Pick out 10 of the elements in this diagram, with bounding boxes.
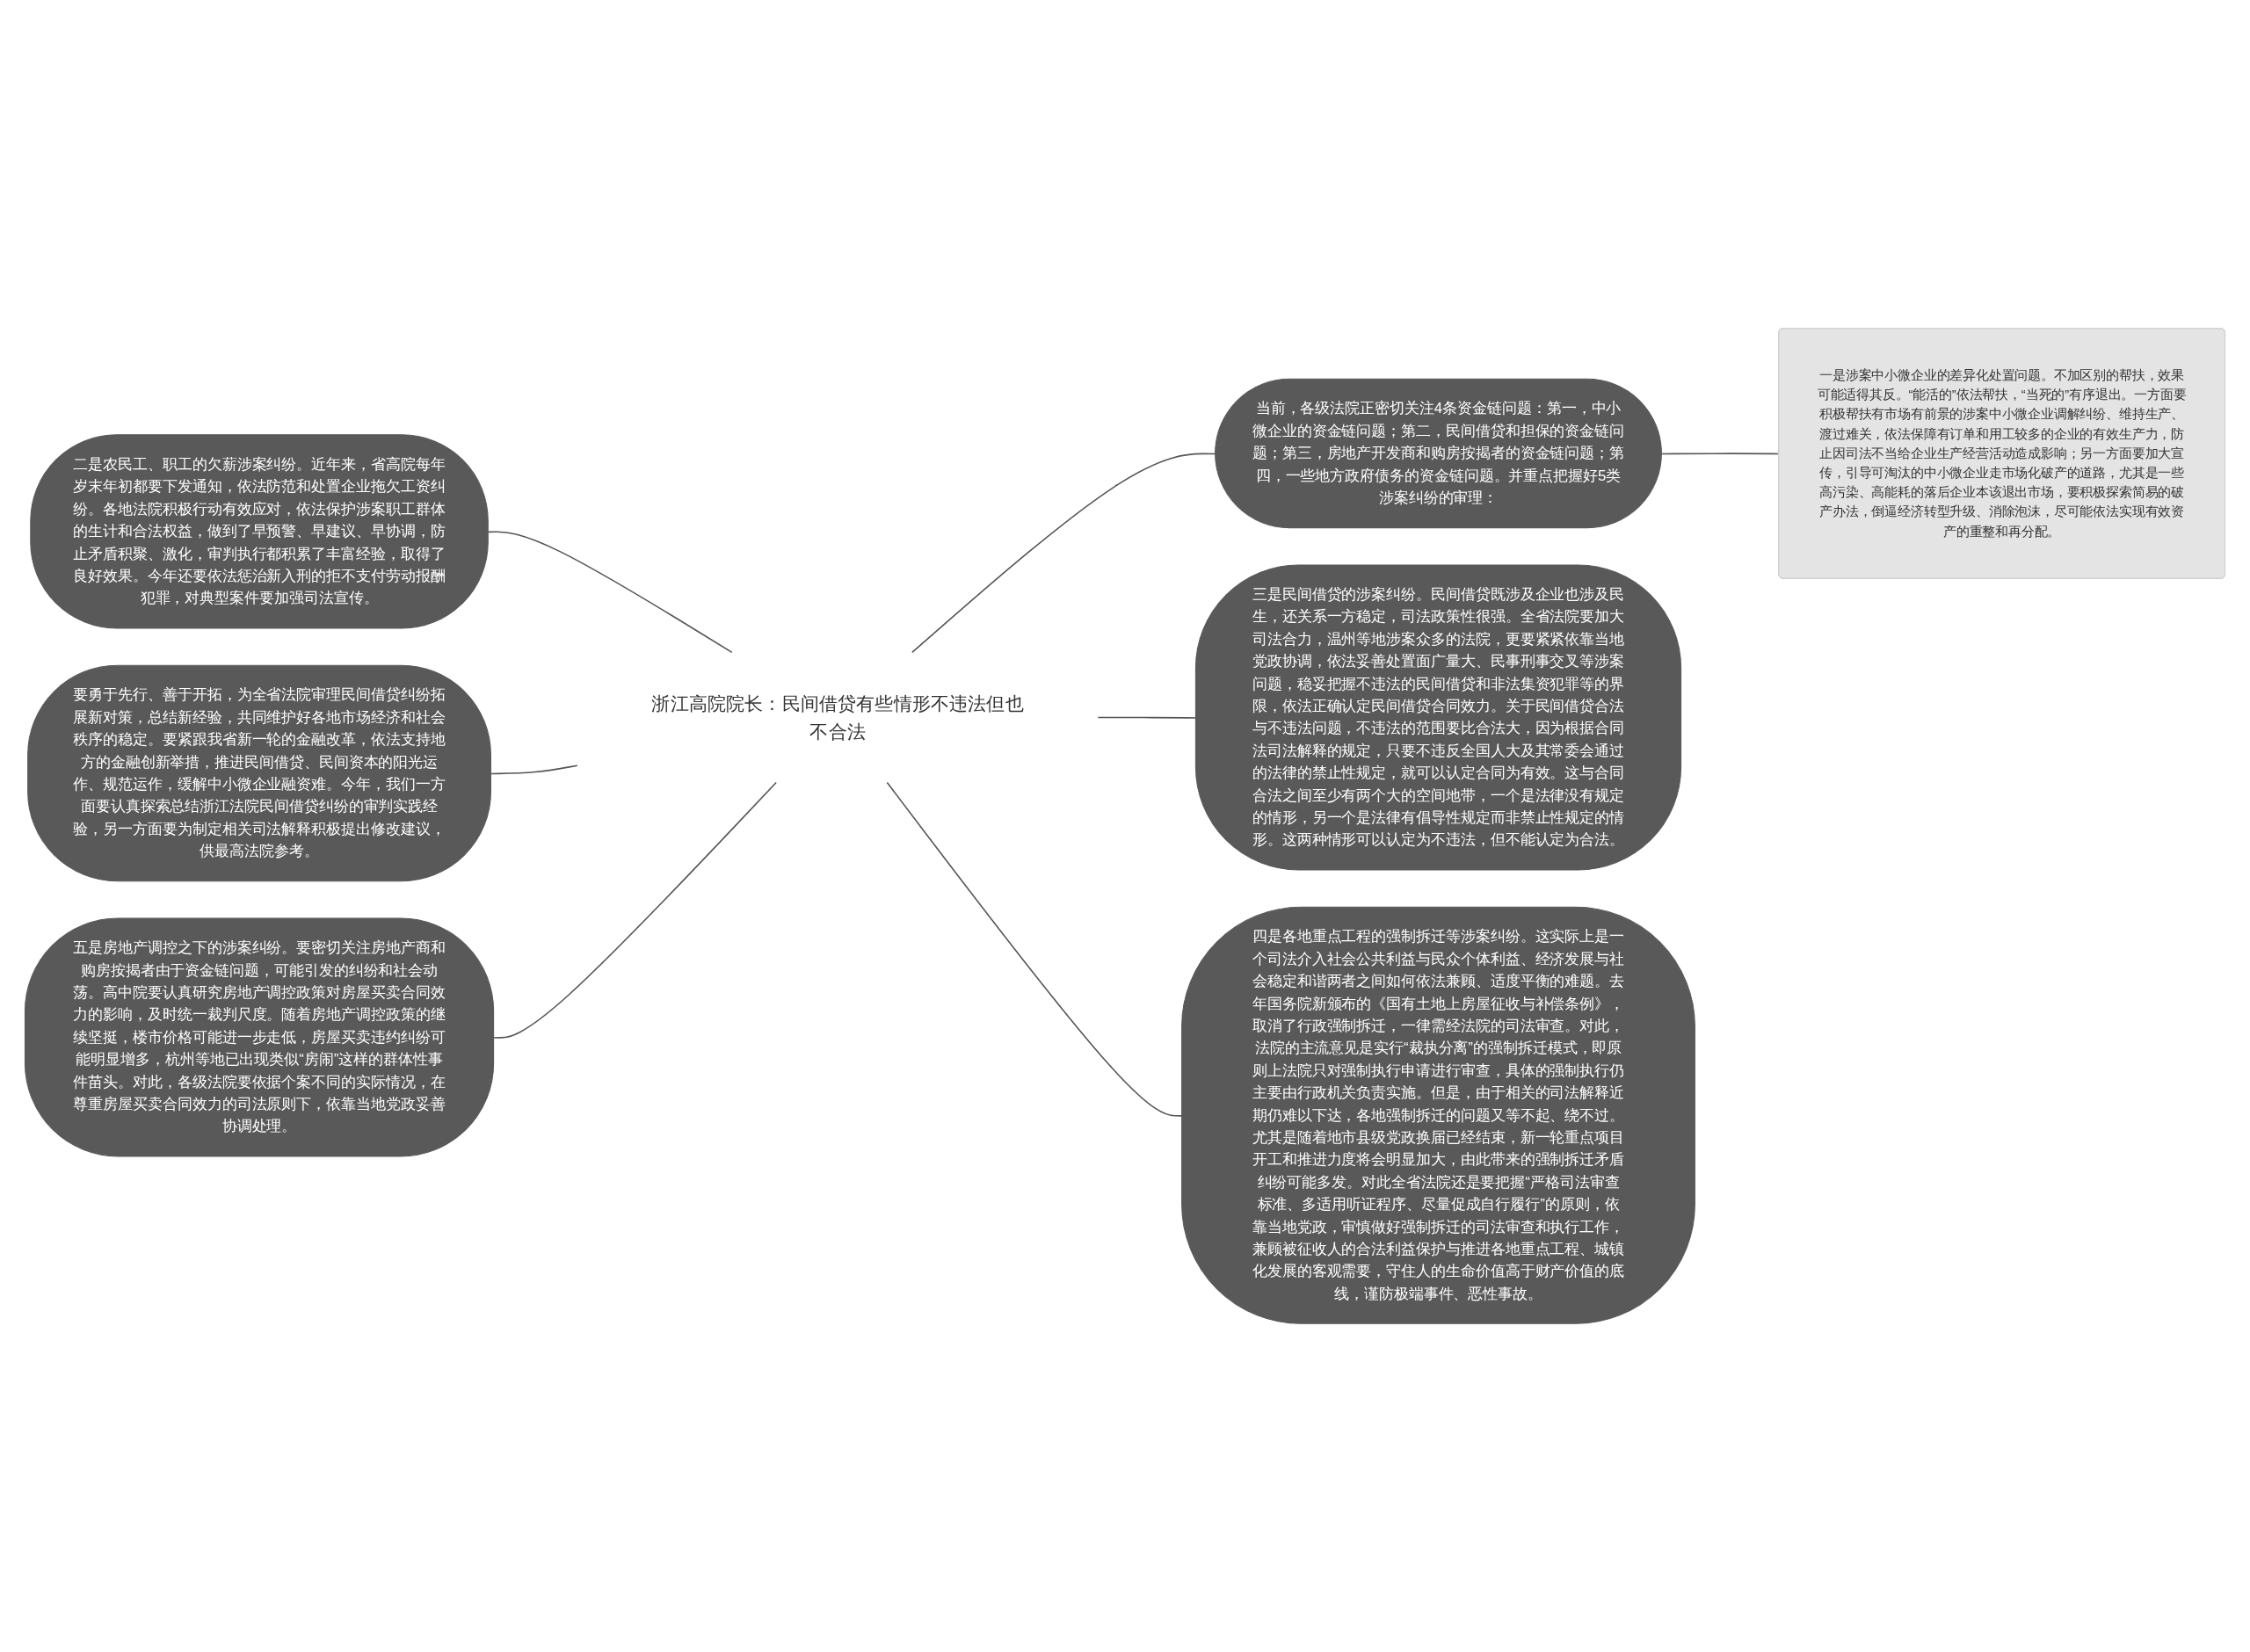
node-box: 三是民间借贷的涉案纠纷。民间借贷既涉及企业也涉及民生，还关系一方稳定，司法政策性很强。全省法院要加大司法合力，温州等地涉案众多的法院，更要紧紧依靠当地党政协调，依法妥善处置面广量大、民事刑事交叉等涉案问题，稳妥把握不违法的民间借贷和非法集资犯罪等的界限，依法正确认定民间借贷合同效力。关于民间借贷合法与不违法问题，不违法的范围要比合法大，因为根据合同法司法解释的规定，只要不违反全国人大及其常委会通过的法律的禁止性规定，就可以认定合同为有效。这与合同合法之间至少有两个大的空间地带，一个是法律没有规定的情形，另一个是法律有倡导性规定而非禁止性规定的情形。这两种情形可以认定为不违法，但不能认定为合法。 (1194, 564, 1682, 871)
node-text: 浙江高院院长：民间借贷有些情形不违法但也不合法 (651, 692, 1024, 742)
connector (493, 781, 777, 1039)
connector (911, 453, 1216, 654)
node-box: 四是各地重点工程的强制拆迁等涉案纠纷。这实际上是一个司法介入社会公共利益与民众个体利益、经济发展与社会稳定和谐两者之间如何依法兼顾、适度平衡的难题。去年国务院新颁布的《国有土地上房屋征收与补偿条例》，取消了行政强制拆迁，一律需经法院的司法审查。对此，法院的主流意见是实行“裁执分离”的强制拆迁模式，即原则上法院只对强制执行申请进行审查，具体的强制执行仍主要由行政机关负责实施。但是，由于相关的司法解释近期仍难以下达，各地强制拆迁的问题又等不起、绕不过。尤其是随着地市县级党政换届已经结束，新一轮重点项目开工和推进力度将会明显加大，由此带来的强制拆迁矛盾纠纷可能多发。对此全省法院还是要把握“严格司法审查标准、多适用听证程序、尽量促成自行履行”的原则，依靠当地党政，审慎做好强制拆迁的司法审查和执行工作，兼顾被征收人的合法利益保护与推进各地重点工程、城镇化发展的客观需要，守住人的生命价值高于财产价值的底线，谨防极端事件、恶性事故。 (1181, 906, 1695, 1324)
node-box: 二是农民工、职工的欠薪涉案纠纷。近年来，省高院每年岁末年初都要下发通知，依法防范和处置企业拖欠工资纠纷。各地法院积极行动有效应对，依法保护涉案职工群体的生计和合法权益，做到了早预警、早建议、早协调，防止矛盾积聚、激化，审判执行都积累了丰富经验，取得了良好效果。今年还要依法惩治新入刑的拒不支付劳动报酬犯罪，对典型案件要加强司法宣传。 (30, 434, 489, 629)
node-box: 五是房地产调控之下的涉案纠纷。要密切关注房地产商和购房按揭者由于资金链问题，可能引发的纠纷和社会动荡。高中院要认真研究房地产调控政策对房屋买卖合同效力的影响，及时统一裁判尺度。随着房地产调控政策的继续坚挺，楼市价格可能进一步走低，房屋买卖违约纠纷可能明显增多，杭州等地已出现类似“房闹”这样的群体性事件苗头。对此，各级法院要依据个案不同的实际情况，在尊重房屋买卖合同效力的司法原则下，依靠当地党政妥善协调处理。 (24, 917, 495, 1157)
node-box: 要勇于先行、善于开拓，为全省法院审理民间借贷纠纷拓展新对策，总结新经验，共同维护好各地市场经济和社会秩序的稳定。要紧跟我省新一轮的金融改革，依法支持地方的金融创新举措，推进民间借贷、民间资本的阳光运作、规范运作，缓解中小微企业融资难。今年，我们一方面要认真探索总结浙江法院民间借贷纠纷的审判实践经验，另一方面要为制定相关司法解释积极提出修改建议，供最高法院参考。 (27, 664, 491, 882)
connector (490, 764, 578, 775)
connector (488, 531, 733, 654)
